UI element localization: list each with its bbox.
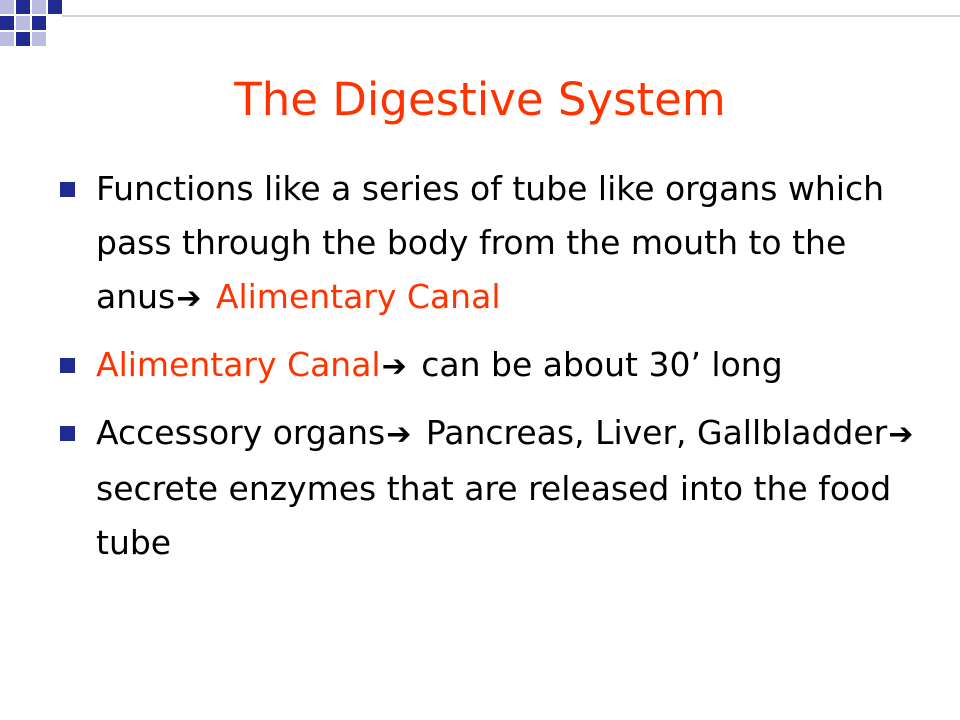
- slide-title: The Digestive System: [234, 73, 726, 126]
- arrow-right-icon: ➔: [381, 349, 407, 384]
- square-bullet-icon: [60, 358, 75, 373]
- square-bullet-icon: [60, 182, 75, 197]
- bullet-item: Alimentary Canal➔ can be about 30’ long: [60, 338, 940, 394]
- arrow-right-icon: ➔: [386, 417, 412, 452]
- bullet-list: Functions like a series of tube like org…: [60, 162, 940, 582]
- bullet-text: Pancreas, Liver, Gallbladder: [425, 413, 888, 452]
- bullet-item: Accessory organs➔ Pancreas, Liver, Gallb…: [60, 406, 940, 570]
- highlight-term: Alimentary Canal: [96, 345, 381, 384]
- arrow-right-icon: ➔: [888, 417, 914, 452]
- bullet-text: can be about 30’ long: [421, 345, 783, 384]
- square-bullet-icon: [60, 426, 75, 441]
- bullet-text: secrete enzymes that are released into t…: [96, 469, 892, 562]
- bullet-text: Functions like a series of tube like org…: [96, 169, 885, 316]
- highlight-term: Alimentary Canal: [215, 277, 501, 316]
- bullet-item: Functions like a series of tube like org…: [60, 162, 940, 326]
- corner-decoration: [0, 0, 960, 46]
- bullet-text: Accessory organs: [96, 413, 386, 452]
- arrow-right-icon: ➔: [176, 281, 202, 316]
